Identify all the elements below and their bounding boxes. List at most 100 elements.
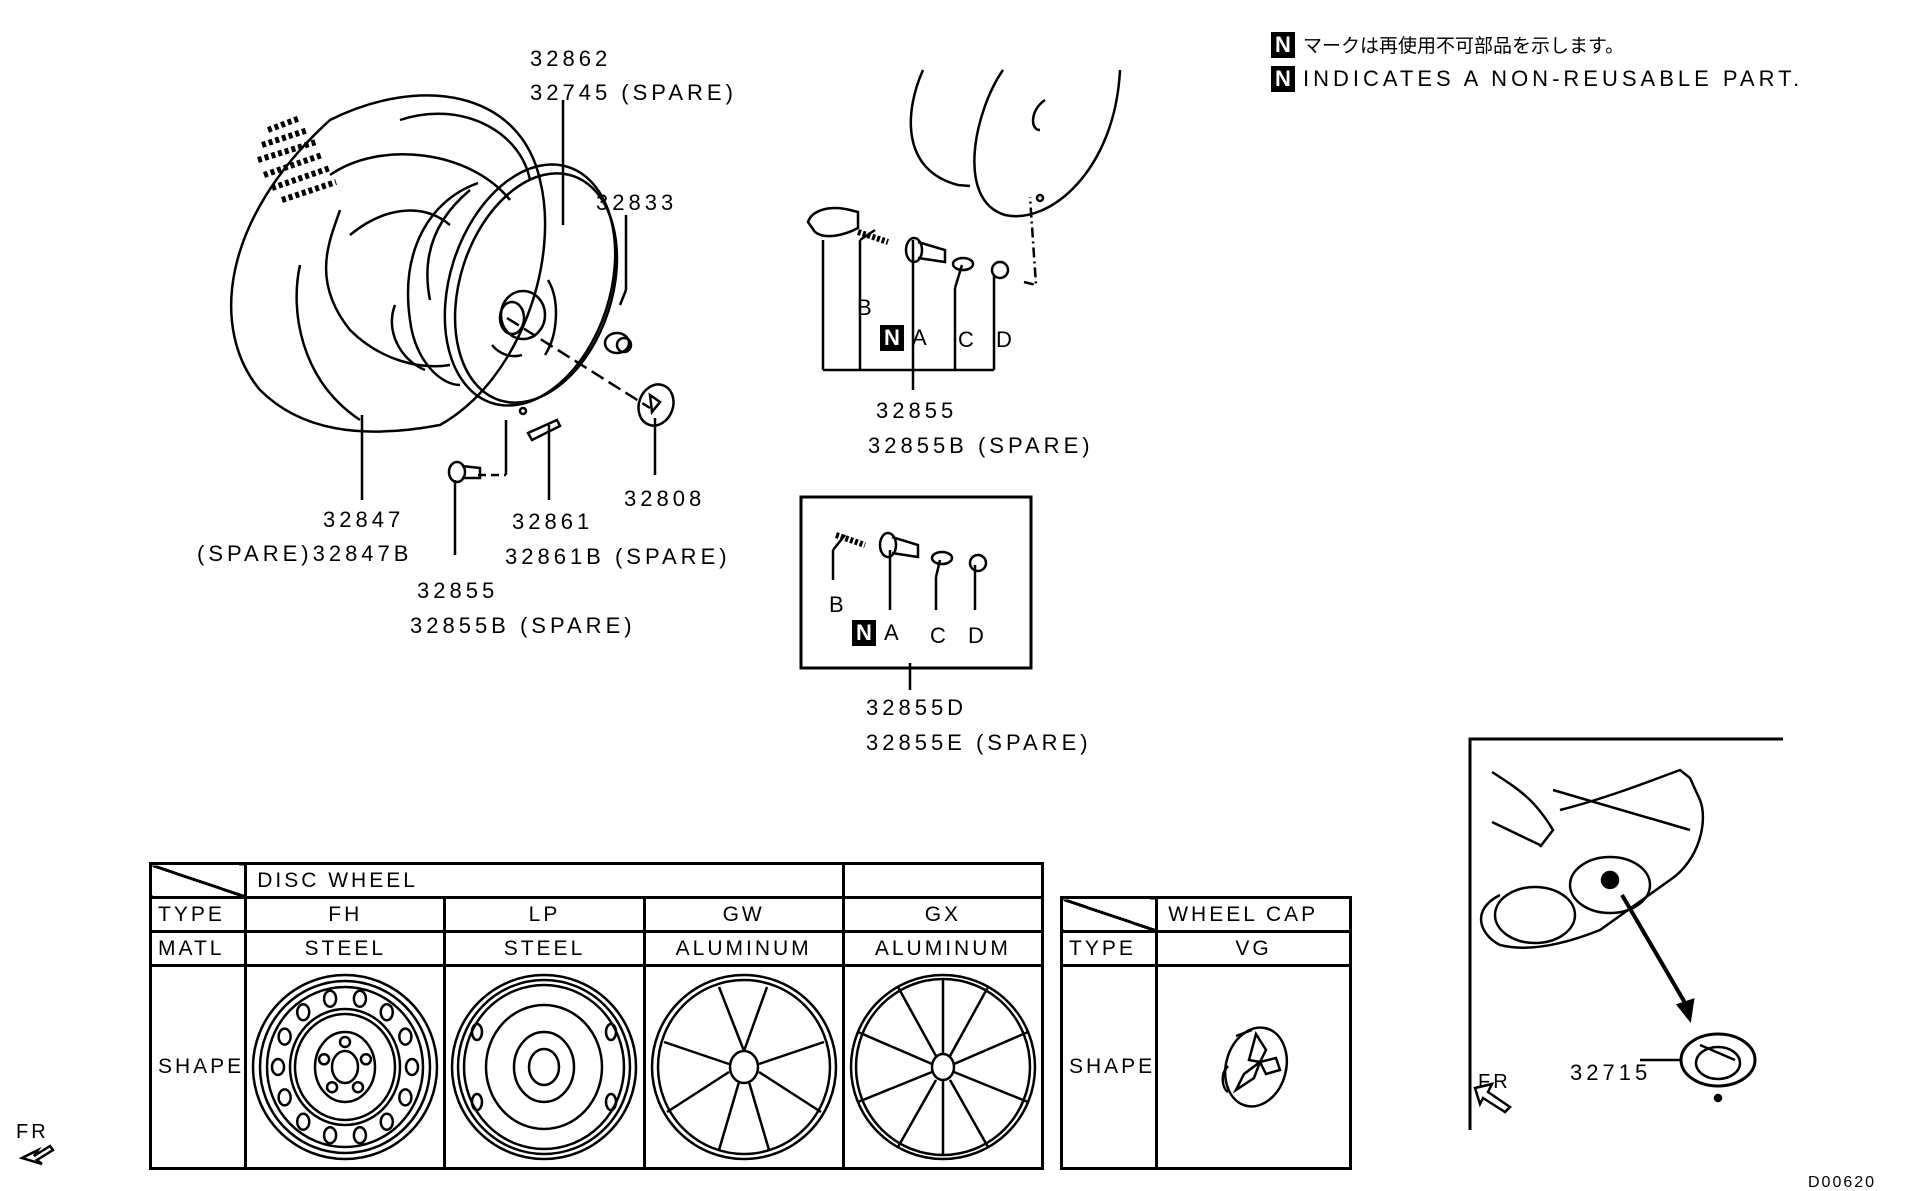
- box-part-label-b: B: [829, 592, 848, 617]
- vent-hole: [277, 1088, 293, 1107]
- callout-32861b-spare[interactable]: 32861B (SPARE): [505, 544, 731, 569]
- disc-wheel-table: DISC WHEEL TYPE FH LP GW GX MATL STEEL S…: [148, 862, 1045, 1170]
- drawing-code: D00620: [1808, 1174, 1877, 1191]
- part-label-b: B: [857, 295, 876, 320]
- callout-32833[interactable]: 32833: [596, 190, 678, 215]
- callout-32847b-spare[interactable]: (SPARE)32847B: [197, 541, 413, 566]
- cap-shape-vg[interactable]: [1155, 964, 1352, 1170]
- wheel-nut-icon: [605, 333, 631, 353]
- matl-gx: ALUMINUM: [841, 930, 1045, 967]
- vent-hole: [379, 1003, 395, 1022]
- alloy-wheel-gw-icon: [650, 973, 837, 1161]
- legend-japanese-text: マークは再使用不可部品を示します。: [1303, 36, 1625, 57]
- disc-wheel-illustration: [408, 142, 645, 427]
- row-header-type: TYPE: [148, 896, 248, 933]
- box-part-label-n-a: N A: [852, 620, 903, 646]
- callout-32715[interactable]: 32715: [1570, 1060, 1652, 1085]
- steel-wheel-lp-icon: [451, 973, 638, 1161]
- callout-32862[interactable]: 32862: [530, 46, 612, 71]
- non-reusable-mark: N: [1271, 31, 1295, 58]
- vent-hole: [379, 1112, 395, 1131]
- front-arrow-icon: [22, 1146, 53, 1164]
- lug-hole: [326, 1080, 339, 1094]
- table-row-matl: MATL STEEL STEEL ALUMINUM ALUMINUM: [148, 930, 1045, 967]
- matl-gw: ALUMINUM: [642, 930, 845, 967]
- callout-32861[interactable]: 32861: [512, 509, 594, 534]
- shape-fh[interactable]: [244, 964, 447, 1170]
- non-reusable-mark: N: [1271, 66, 1295, 92]
- valve-stem-icon: [449, 462, 480, 482]
- tire-illustration: [231, 95, 545, 431]
- vent-hole: [323, 1125, 338, 1145]
- cap-row-header-type: TYPE: [1059, 930, 1159, 967]
- balance-weight-icon: [528, 420, 560, 440]
- box-part-label-c: C: [930, 623, 950, 648]
- center-cap-icon: [633, 379, 679, 430]
- type-gx: GX: [841, 896, 1045, 933]
- table-row-type: TYPE FH LP GW GX: [148, 896, 1045, 933]
- wheel-cap-table: WHEEL CAP TYPE VG SHAPE: [1059, 896, 1352, 1170]
- vent-hole: [323, 989, 338, 1009]
- type-lp: LP: [443, 896, 646, 933]
- callout-32847[interactable]: 32847: [323, 507, 405, 532]
- box-part-label-a: A: [884, 620, 903, 645]
- legend-japanese: N マークは再使用不可部品を示します。: [1271, 31, 1624, 58]
- matl-fh: STEEL: [244, 930, 447, 967]
- non-reusable-mark: N: [852, 620, 876, 646]
- steel-wheel-fh-icon: [252, 973, 439, 1161]
- tread-pattern: [258, 118, 336, 200]
- tire-partial-illustration: [911, 70, 1120, 216]
- cap-type-vg: VG: [1155, 930, 1352, 967]
- callout-32855[interactable]: 32855: [417, 578, 499, 603]
- vent-hole: [398, 1088, 413, 1107]
- front-label-inset: FR: [1478, 1071, 1511, 1093]
- row-header-shape: SHAPE: [148, 964, 248, 1170]
- vent-hole: [352, 1125, 368, 1145]
- callout-32855b-kit-spare[interactable]: 32855B (SPARE): [868, 433, 1094, 458]
- callout-32855e-spare[interactable]: 32855E (SPARE): [866, 730, 1092, 755]
- callout-32745-spare[interactable]: 32745 (SPARE): [530, 80, 737, 105]
- part-label-d: D: [996, 327, 1016, 352]
- cap-row-shape: SHAPE: [1059, 964, 1352, 1170]
- part-label-c: C: [958, 327, 978, 352]
- vent-hole: [271, 1057, 286, 1077]
- wheel-cap-vg-icon: [1221, 1026, 1288, 1108]
- cap-row-type: TYPE VG: [1059, 930, 1352, 967]
- front-label: FR: [16, 1121, 49, 1143]
- vent-hole: [296, 1112, 311, 1131]
- lug-hole: [359, 1053, 373, 1066]
- inset-frame: [1470, 739, 1783, 1130]
- lug-hole: [318, 1053, 331, 1066]
- non-reusable-mark: N: [880, 325, 904, 351]
- cap-row-header-shape: SHAPE: [1059, 964, 1159, 1170]
- valve-assembly-box: [801, 497, 1031, 668]
- vent-hole: [398, 1027, 413, 1046]
- lug-hole: [339, 1035, 352, 1049]
- alloy-wheel-gx-icon: [849, 973, 1037, 1161]
- shape-gw[interactable]: [642, 964, 845, 1170]
- shape-gx[interactable]: [841, 964, 1045, 1170]
- car-rear-illustration: [1481, 770, 1703, 1020]
- spare-tire-cap-icon: [1640, 1034, 1755, 1101]
- vent-hole: [296, 1003, 311, 1022]
- shape-lp[interactable]: [443, 964, 646, 1170]
- callout-32855b-spare[interactable]: 32855B (SPARE): [410, 613, 636, 638]
- callout-32808[interactable]: 32808: [624, 486, 706, 511]
- cap-table-corner: [1059, 896, 1159, 933]
- callout-32855-kit[interactable]: 32855: [876, 398, 958, 423]
- box-part-label-d: D: [968, 623, 988, 648]
- type-gw: GW: [642, 896, 845, 933]
- part-label-n-a: N A: [880, 325, 931, 351]
- callout-32855d[interactable]: 32855D: [866, 695, 968, 720]
- vent-hole: [277, 1027, 293, 1046]
- lug-hole: [351, 1080, 365, 1094]
- table-corner: [148, 862, 248, 899]
- matl-lp: STEEL: [443, 930, 646, 967]
- table-row-shape: SHAPE: [148, 964, 1045, 1170]
- leader-lines: [362, 100, 1036, 690]
- valve-d-assembly-icon: [836, 533, 986, 571]
- empty-header-cell: [841, 862, 1045, 899]
- wheel-cap-header: WHEEL CAP: [1155, 896, 1352, 933]
- tpms-valve-kit-icon: [808, 208, 1008, 278]
